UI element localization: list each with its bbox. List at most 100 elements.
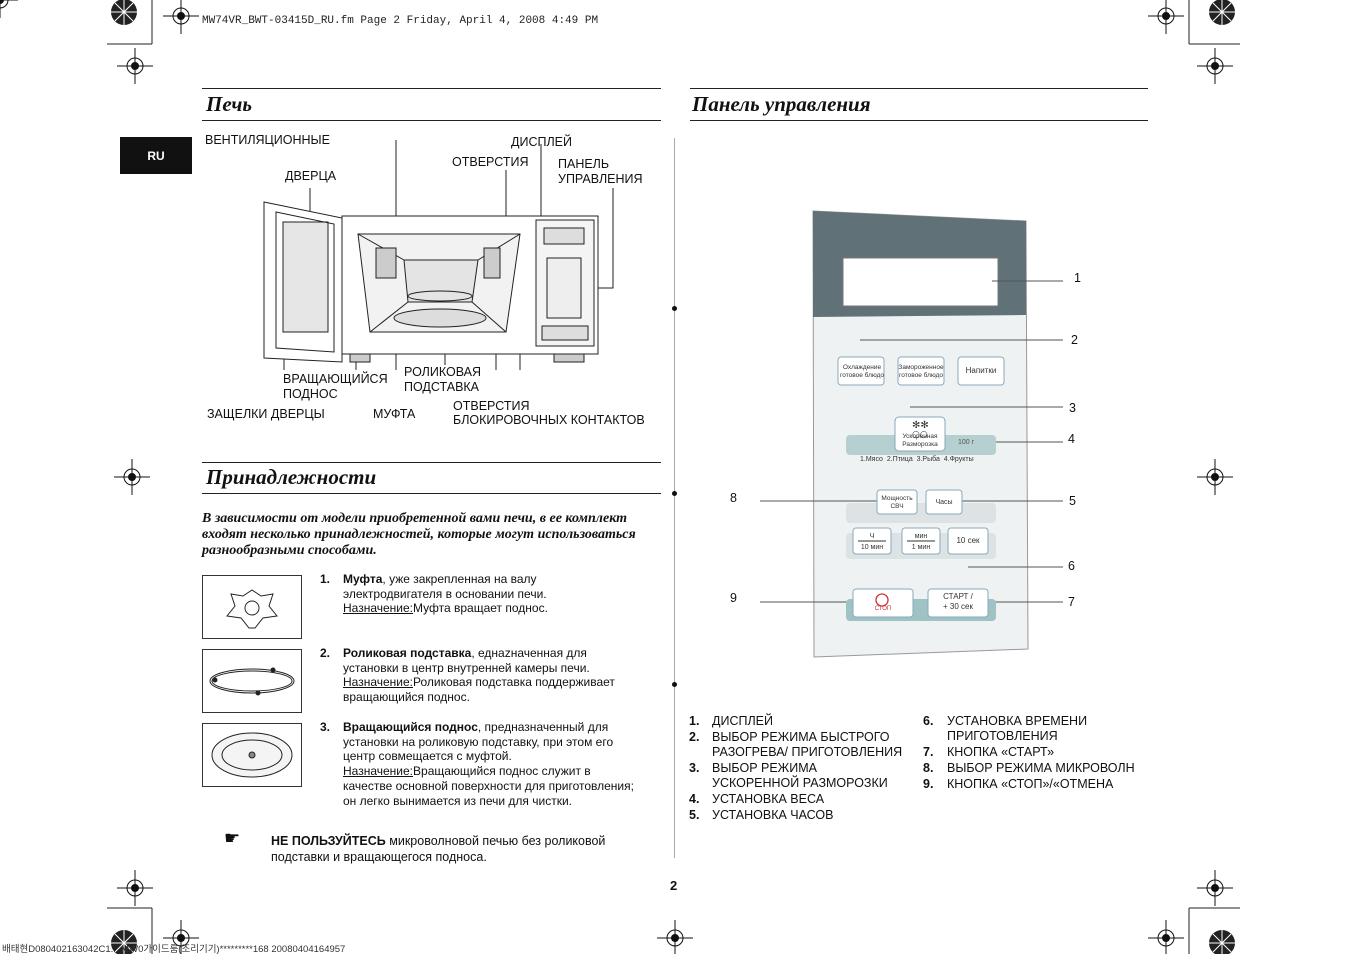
warning-bold: НЕ ПОЛЬЗУЙТЕСЬ [271,834,386,848]
item-1-desc: , уже закрепленная на валу электродвигат… [343,572,547,601]
svg-text:○○: ○○ [912,430,928,440]
btn-defrost-l2: Разморозка [902,441,938,448]
legend-8-text: ВЫБОР РЕЖИМА МИКРОВОЛН [947,761,1135,775]
label-panel-2: УПРАВЛЕНИЯ [558,172,643,186]
oven-illustration [263,140,614,370]
callout-1: 1 [1074,271,1081,285]
btn-clock[interactable]: Часы [935,499,953,506]
label-door-latches: ЗАЩЕЛКИ ДВЕРЦЫ [207,407,325,421]
btn-start-l2: + 30 сек [943,602,973,611]
btn-10min-b: 10 мин [860,544,884,551]
label-turntable-2: ПОДНОС [283,387,338,401]
item-1-purpose: Муфта вращает поднос. [413,601,548,616]
accessories-title: Принадлежности [206,465,377,489]
legend-5-text: УСТАНОВКА ЧАСОВ [712,808,834,822]
legend-1-text: ДИСПЛЕЙ [712,714,773,728]
label-safety-2: БЛОКИРОВОЧНЫХ КОНТАКТОВ [453,413,645,427]
coupler-icon [226,589,278,629]
btn-frozen[interactable]: Замороженное готовое блюдо [898,364,944,380]
label-turntable: ВРАЩАЮЩИЙСЯ [283,372,388,386]
page-number: 2 [670,878,678,893]
label-coupler: МУФТА [373,407,416,421]
btn-10sec[interactable]: 10 сек [956,536,980,545]
btn-start-l1: СТАРТ / [943,592,973,601]
warning-text: микроволновой печью без роликовой подста… [271,834,606,864]
legend-4-num: 4. [689,792,700,806]
control-panel-illustration: ✻✻ ○○ [760,210,1063,658]
legend-3-num: 3. [689,761,700,775]
item-3-desc: , предназначенный для установки на ролик… [343,720,614,764]
callout-7: 7 [1068,595,1075,609]
label-panel: ПАНЕЛЬ [558,157,610,171]
oven-title: Печь [206,92,252,116]
legend-1-num: 1. [689,714,700,728]
legend-6-text-2: ПРИГОТОВЛЕНИЯ [947,729,1058,743]
file-info-header: MW74VR_BWT-03415D_RU.fm Page 2 Friday, A… [202,15,599,27]
label-roller-ring-2: ПОДСТАВКА [404,380,480,394]
legend-6-num: 6. [923,714,934,728]
btn-1min[interactable]: мин 1 мин [902,531,940,553]
language-tab: RU [120,137,192,174]
item-3-purpose-label: Назначение: [343,764,414,779]
column-divider [674,138,675,858]
turntable-icon [211,732,293,778]
coupler-image [202,575,302,639]
btn-start[interactable]: СТАРТ / + 30 сек [928,592,988,612]
defrost-categories: 1.Мясо 2.Птица 3.Рыба 4.Фрукты [860,456,974,463]
btn-10min[interactable]: Ч 10 мин [853,531,891,553]
item-1-number: 1. [320,572,331,586]
item-2-text: Роликовая подставка, еднazначенная для у… [343,646,643,705]
legend-4-text: УСТАНОВКА ВЕСА [712,792,825,806]
label-safety: ОТВЕРСТИЯ [453,399,530,413]
btn-power-l2: СВЧ [890,503,904,510]
item-1-purpose-label: Назначение: [343,601,414,616]
callout-2: 2 [1071,333,1078,347]
legend-8-num: 8. [923,761,934,775]
item-3-text: Вращающийся поднос, предназначенный для … [343,720,643,808]
item-2-purpose-label: Назначение: [343,675,414,690]
roller-ring-icon [209,667,295,696]
btn-power[interactable]: Мощность СВЧ [877,495,917,511]
btn-cool[interactable]: Охлаждение готовое блюдо [840,364,884,380]
btn-1min-b: 1 мин [911,544,931,551]
legend-7-text: КНОПКА «СТАРТ» [947,745,1055,759]
item-2-number: 2. [320,646,331,660]
label-vents: ВЕНТИЛЯЦИОННЫЕ [205,133,330,147]
legend-7-num: 7. [923,745,934,759]
btn-defrost[interactable]: Ускоренная Разморозка [895,433,945,449]
svg-text:✻✻: ✻✻ [912,420,929,431]
btn-defrost-l1: Ускоренная [902,433,938,440]
warning-note: НЕ ПОЛЬЗУЙТЕСЬ микроволновой печью без р… [271,833,651,865]
item-1-text: Муфта, уже закрепленная на валу электрод… [343,572,573,616]
legend-5-num: 5. [689,808,700,822]
legend-2-num: 2. [689,730,700,744]
btn-stop[interactable]: СТОП [874,606,892,612]
item-2-purpose: Роликовая подставка поддерживает вращающ… [343,675,615,705]
legend-2-text: ВЫБОР РЕЖИМА БЫСТРОГО [712,730,890,744]
legend-2-text-2: РАЗОГРЕВА/ ПРИГОТОВЛЕНИЯ [712,745,903,759]
callout-9: 9 [730,591,737,605]
item-2-name: Роликовая подставка [343,646,472,660]
btn-cool-l1: Охлаждение [842,364,882,371]
btn-frozen-l2: готовое блюдо [899,372,943,379]
btn-frozen-l1: Замороженное [898,364,944,371]
callout-6: 6 [1068,559,1075,573]
legend-9-num: 9. [923,777,934,791]
legend-3-text: ВЫБОР РЕЖИМА [712,761,817,775]
weight-label: 100 г [958,439,975,446]
roller-ring-image [202,649,302,713]
binding-dot [672,306,677,311]
btn-10min-a: Ч [869,533,875,540]
btn-1min-a: мин [914,533,928,540]
accessories-intro: В зависимости от модели приобретенной ва… [202,511,636,558]
pointing-hand-icon: ☛ [224,828,241,848]
item-2-desc: , еднazначенная для установки в центр вн… [343,646,590,675]
binding-dot [672,491,677,496]
btn-drinks[interactable]: Напитки [965,366,997,375]
label-vents-2: ОТВЕРСТИЯ [452,155,529,169]
legend-9-text: КНОПКА «СТОП»/«ОТМЕНА [947,777,1114,791]
label-display: ДИСПЛЕЙ [511,135,572,149]
btn-power-l1: Мощность [881,495,913,502]
callout-3: 3 [1069,401,1076,415]
item-3-purpose: Вращающийся поднос служит в качестве осн… [343,764,634,808]
